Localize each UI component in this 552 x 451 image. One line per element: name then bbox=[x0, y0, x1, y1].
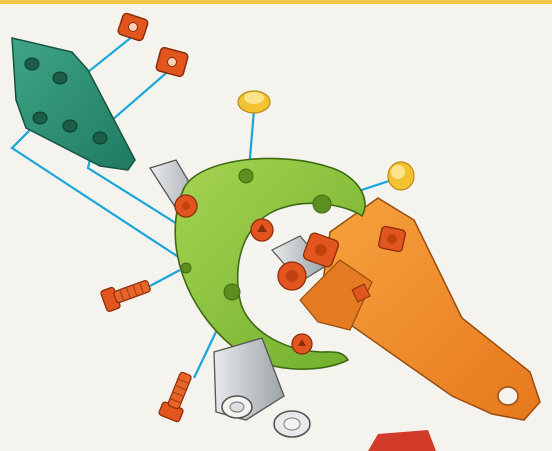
washer bbox=[274, 411, 310, 437]
round-nut bbox=[278, 262, 306, 290]
washer-cap bbox=[388, 162, 414, 190]
round-nut bbox=[175, 195, 197, 217]
top-edge-strip bbox=[0, 0, 552, 4]
round-nut bbox=[292, 334, 312, 354]
round-nut bbox=[251, 219, 273, 241]
washer-cap bbox=[238, 91, 270, 113]
